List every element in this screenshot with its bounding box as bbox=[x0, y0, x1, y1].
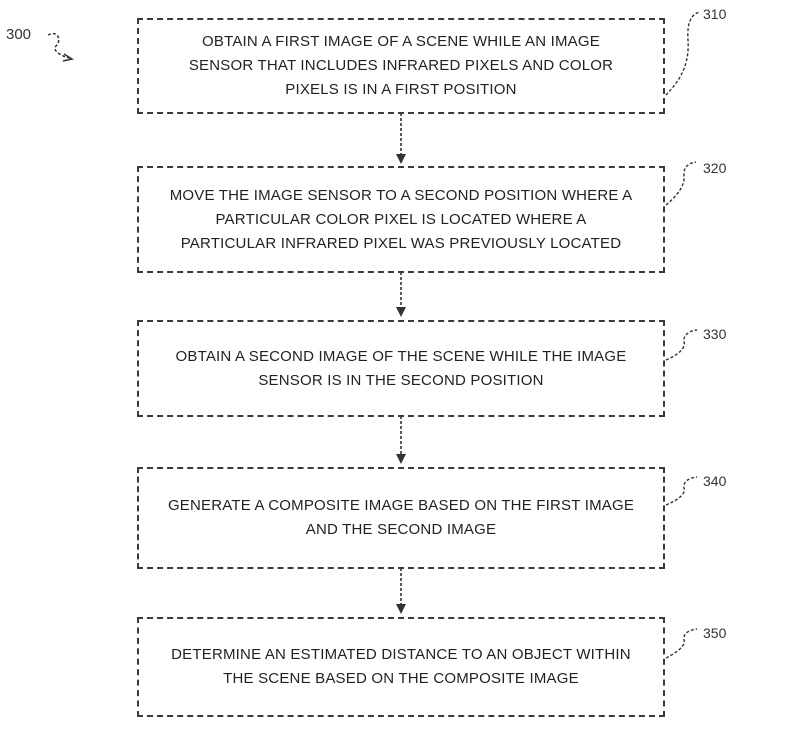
step-box-320: MOVE THE IMAGE SENSOR TO A SECOND POSITI… bbox=[137, 166, 665, 273]
ref-leader-320 bbox=[665, 161, 697, 206]
ref-leader-340 bbox=[665, 476, 698, 506]
ref-label-310: 310 bbox=[703, 6, 727, 22]
figure-number-label: 300 bbox=[6, 26, 32, 43]
ref-leader-350 bbox=[665, 628, 698, 659]
step-text-350: DETERMINE AN ESTIMATED DISTANCE TO AN OB… bbox=[171, 646, 631, 687]
figure-label-leader bbox=[47, 33, 71, 59]
step-box-350: DETERMINE AN ESTIMATED DISTANCE TO AN OB… bbox=[137, 617, 665, 717]
step-text-340: GENERATE A COMPOSITE IMAGE BASED ON THE … bbox=[167, 497, 635, 538]
arrow-310-320 bbox=[396, 113, 406, 164]
arrow-330-340 bbox=[396, 416, 406, 464]
ref-leader-330 bbox=[665, 329, 698, 361]
arrow-340-350 bbox=[396, 568, 406, 614]
ref-label-340: 340 bbox=[703, 473, 727, 489]
step-box-310: OBTAIN A FIRST IMAGE OF A SCENE WHILE AN… bbox=[137, 18, 665, 114]
figure-label-arrowhead bbox=[62, 53, 74, 62]
ref-label-320: 320 bbox=[703, 160, 727, 176]
ref-leader-310 bbox=[665, 11, 701, 96]
step-text-320: MOVE THE IMAGE SENSOR TO A SECOND POSITI… bbox=[169, 186, 633, 252]
step-box-330: OBTAIN A SECOND IMAGE OF THE SCENE WHILE… bbox=[137, 320, 665, 417]
ref-label-330: 330 bbox=[703, 326, 727, 342]
step-box-340: GENERATE A COMPOSITE IMAGE BASED ON THE … bbox=[137, 467, 665, 569]
step-text-330: OBTAIN A SECOND IMAGE OF THE SCENE WHILE… bbox=[175, 347, 627, 389]
ref-label-350: 350 bbox=[703, 625, 727, 641]
arrow-320-330 bbox=[396, 272, 406, 317]
step-text-310: OBTAIN A FIRST IMAGE OF A SCENE WHILE AN… bbox=[188, 33, 614, 98]
